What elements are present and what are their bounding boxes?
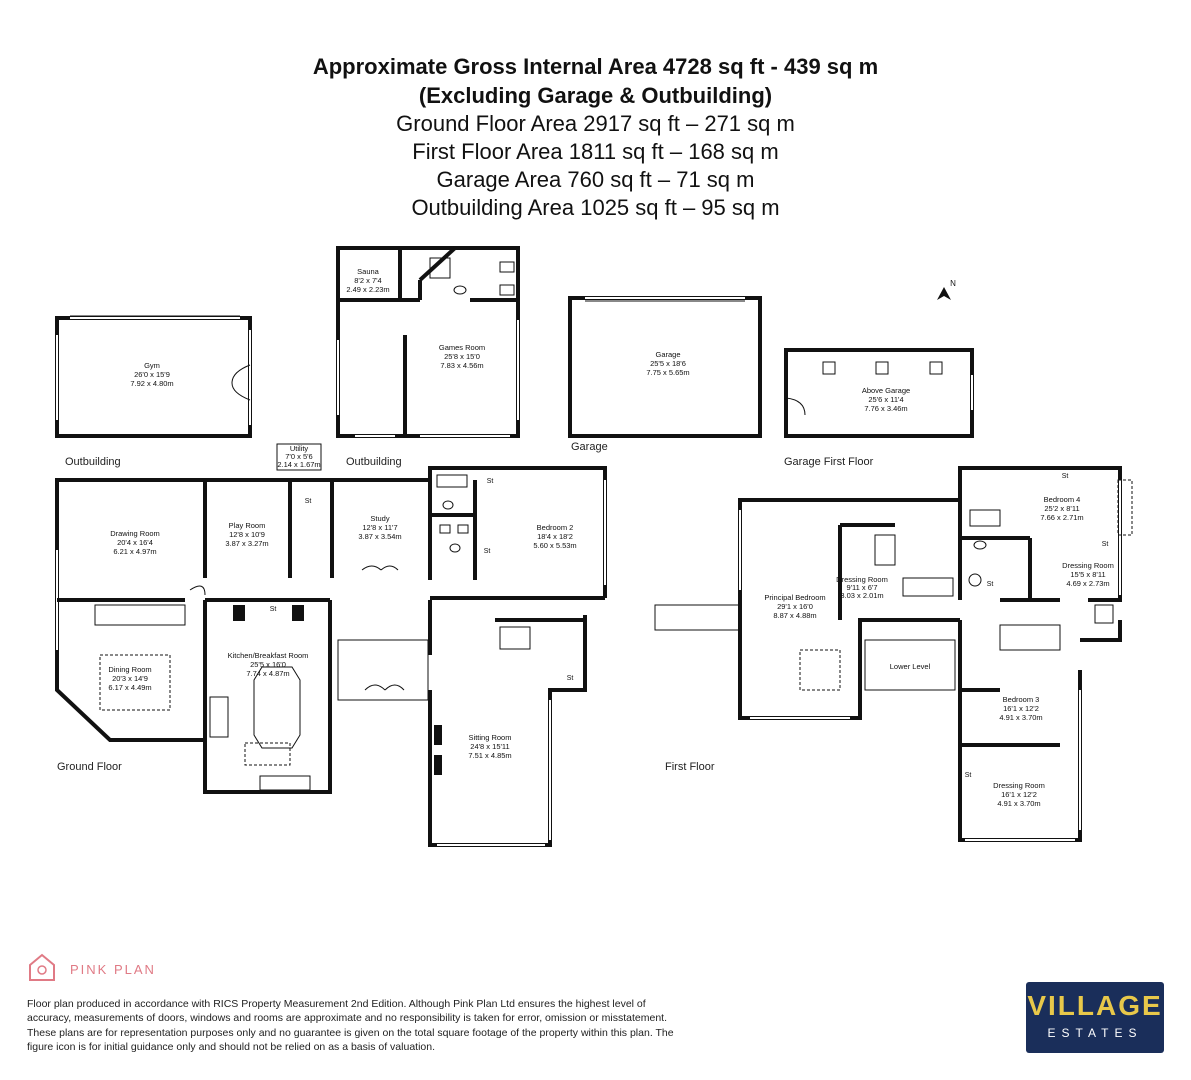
dressing2-metric: 4.69 x 2.73m (1066, 579, 1109, 588)
above-garage-block: Above Garage 25'6 x 11'4 7.76 x 3.46m (784, 348, 974, 438)
games-room-name: Games Room (439, 343, 485, 352)
label-ground-floor: Ground Floor (57, 761, 122, 773)
principal-bedroom-metric: 8.87 x 4.88m (773, 611, 816, 620)
ground-floor-area: Ground Floor Area 2917 sq ft – 271 sq m (396, 111, 795, 136)
bedroom4-imperial: 25'2 x 8'11 (1044, 504, 1079, 513)
above-garage-imperial: 25'6 x 11'4 (868, 395, 903, 404)
title-excluding-note: (Excluding Garage & Outbuilding) (418, 83, 773, 108)
first-floor-area: First Floor Area 1811 sq ft – 168 sq m (412, 139, 779, 164)
pink-plan-logo-icon (29, 953, 55, 981)
above-garage-metric: 7.76 x 3.46m (864, 404, 907, 413)
bedroom4-metric: 7.66 x 2.71m (1040, 513, 1083, 522)
village-estates-logo: VILLAGE ESTATES (1026, 982, 1164, 1053)
sitting-room-imperial: 24'8 x 15'11 (470, 742, 509, 751)
dining-room-name: Dining Room (108, 665, 151, 674)
logo-village: VILLAGE (1027, 990, 1163, 1021)
bedroom4-name: Bedroom 4 (1044, 495, 1081, 504)
sauna-metric: 2.49 x 2.23m (346, 285, 389, 294)
games-outbuilding: Sauna 8'2 x 7'4 2.49 x 2.23m Games Room … (336, 246, 520, 438)
garage-metric: 7.75 x 5.65m (646, 368, 689, 377)
ground-stairs (94, 604, 531, 701)
dressing2-imperial: 15'5 x 8'11 (1070, 570, 1105, 579)
pink-plan-brand: PINK PLAN (70, 962, 156, 977)
dressing3-imperial: 16'1 x 12'2 (1001, 790, 1037, 799)
drawing-room-metric: 6.21 x 4.97m (113, 547, 156, 556)
bedroom3-imperial: 16'1 x 12'2 (1003, 704, 1039, 713)
bedroom3-metric: 4.91 x 3.70m (999, 713, 1042, 722)
label-garage: Garage (571, 441, 608, 453)
lower-level-label: Lower Level (890, 662, 931, 671)
bedroom2-metric: 5.60 x 5.53m (533, 541, 576, 550)
st-dressing3: St (965, 772, 972, 779)
label-first-floor: First Floor (665, 761, 715, 773)
games-room-metric: 7.83 x 4.56m (440, 361, 483, 370)
principal-bedroom-imperial: 29'1 x 16'0 (777, 602, 813, 611)
ground-floor-plan: St St St St St Drawing Room 20'4 x 16'4 … (55, 466, 607, 847)
dressing2-name: Dressing Room (1062, 561, 1114, 570)
study-name: Study (370, 514, 389, 523)
dressing3-name: Dressing Room (993, 781, 1045, 790)
disclaimer-text: Floor plan produced in accordance with R… (27, 998, 674, 1053)
sauna-imperial: 8'2 x 7'4 (354, 276, 381, 285)
garage-area: Garage Area 760 sq ft – 71 sq m (436, 167, 755, 192)
play-room-metric: 3.87 x 3.27m (225, 539, 268, 548)
drawing-room-name: Drawing Room (110, 529, 160, 538)
gym-name: Gym (144, 361, 160, 370)
above-garage-name: Above Garage (862, 386, 910, 395)
bedroom3-name: Bedroom 3 (1003, 695, 1040, 704)
gym-metric: 7.92 x 4.80m (130, 379, 173, 388)
label-outbuilding-right: Outbuilding (346, 456, 402, 468)
principal-bedroom-name: Principal Bedroom (764, 593, 825, 602)
utility-box: Utility 7'0 x 5'6 2.14 x 1.67m (276, 443, 322, 471)
st-utility: St (305, 498, 312, 505)
sitting-room-name: Sitting Room (469, 733, 512, 742)
first-floor-plan: Lower Level St St St St Principal Bedroo… (654, 466, 1133, 842)
play-room-name: Play Room (229, 521, 266, 530)
st-bath-ff: St (987, 581, 994, 588)
kitchen-metric: 7.74 x 4.87m (246, 669, 289, 678)
bedroom2-name: Bedroom 2 (537, 523, 574, 532)
kitchen-imperial: 25'5 x 16'0 (250, 660, 286, 669)
gym-imperial: 26'0 x 15'9 (134, 370, 170, 379)
st-kitchen: St (270, 606, 277, 613)
play-room-imperial: 12'8 x 10'9 (229, 530, 265, 539)
dressing1-metric: 3.03 x 2.01m (840, 591, 883, 600)
title-gross-area: Approximate Gross Internal Area 4728 sq … (312, 54, 879, 79)
dining-room-imperial: 20'3 x 14'9 (112, 674, 148, 683)
dressing1-name: Dressing Room (836, 575, 888, 584)
logo-estates: ESTATES (1047, 1026, 1143, 1040)
compass-n: N (950, 279, 956, 288)
utility-metric: 2.14 x 1.67m (277, 460, 320, 469)
gym-outbuilding: Gym 26'0 x 15'9 7.92 x 4.80m (55, 315, 252, 438)
st-sitting: St (567, 675, 574, 682)
st-dressing2: St (1102, 541, 1109, 548)
garage-block: Garage 25'5 x 18'6 7.75 x 5.65m (568, 296, 762, 438)
dining-room-metric: 6.17 x 4.49m (108, 683, 151, 692)
utility-imperial: 7'0 x 5'6 (285, 452, 312, 461)
sauna-name: Sauna (357, 267, 380, 276)
outbuilding-area: Outbuilding Area 1025 sq ft – 95 sq m (411, 195, 780, 220)
kitchen-name: Kitchen/Breakfast Room (228, 651, 309, 660)
dressing1-imperial: 9'11 x 6'7 (846, 583, 877, 592)
garage-name: Garage (655, 350, 680, 359)
study-metric: 3.87 x 3.54m (358, 532, 401, 541)
sitting-room-metric: 7.51 x 4.85m (468, 751, 511, 760)
label-garage-first-floor: Garage First Floor (784, 456, 874, 468)
study-imperial: 12'8 x 11'7 (362, 523, 397, 532)
bedroom2-imperial: 18'4 x 18'2 (537, 532, 573, 541)
dressing3-metric: 4.91 x 3.70m (997, 799, 1040, 808)
st-bedroom4: St (1062, 473, 1069, 480)
games-room-imperial: 25'8 x 15'0 (444, 352, 480, 361)
drawing-room-imperial: 20'4 x 16'4 (117, 538, 153, 547)
st-bath-top: St (487, 478, 494, 485)
label-outbuilding-left: Outbuilding (65, 456, 121, 468)
garage-imperial: 25'5 x 18'6 (650, 359, 686, 368)
utility-name: Utility (290, 444, 309, 453)
st-bath-bottom: St (484, 548, 491, 555)
compass-icon: N (937, 279, 956, 300)
